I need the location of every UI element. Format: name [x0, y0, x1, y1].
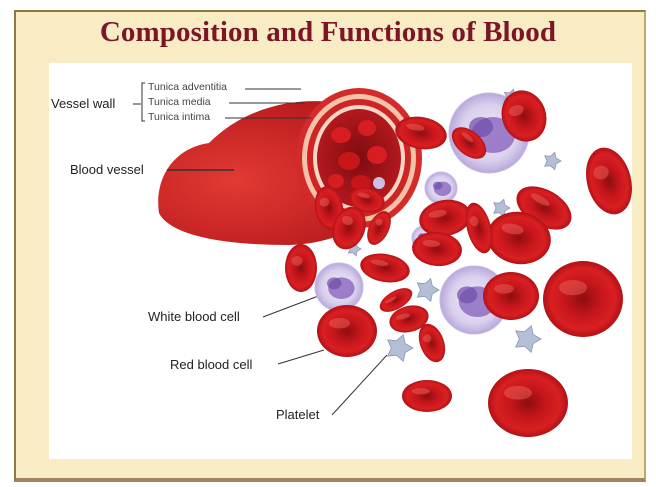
- label-tunica-intima: Tunica intima: [148, 111, 210, 123]
- white-blood-cell: [315, 263, 363, 311]
- platelet: [417, 279, 439, 302]
- label-tunica-media: Tunica media: [148, 96, 211, 108]
- label-blood-vessel: Blood vessel: [70, 162, 144, 177]
- red-blood-cell: [488, 369, 568, 437]
- platelet: [388, 335, 413, 362]
- platelet: [545, 152, 561, 169]
- label-red-blood-cell: Red blood cell: [170, 357, 252, 372]
- red-blood-cell: [402, 380, 452, 412]
- red-blood-cell: [543, 261, 623, 337]
- red-blood-cell: [579, 142, 632, 219]
- white-blood-cell: [425, 172, 457, 204]
- red-blood-cell: [393, 113, 450, 154]
- blood-cells-layer: [49, 63, 632, 459]
- red-blood-cell: [362, 207, 395, 248]
- red-blood-cell: [317, 305, 377, 357]
- label-vessel-wall: Vessel wall: [51, 96, 115, 111]
- label-white-blood-cell: White blood cell: [148, 309, 240, 324]
- slide-title: Composition and Functions of Blood: [0, 16, 656, 49]
- label-tunica-adventitia: Tunica adventitia: [148, 81, 227, 93]
- blood-diagram: Vessel wall Tunica adventitia Tunica med…: [49, 63, 632, 459]
- red-blood-cell: [483, 272, 539, 320]
- platelet: [516, 326, 541, 353]
- red-blood-cell: [285, 244, 317, 292]
- red-blood-cell: [358, 250, 412, 286]
- label-platelet: Platelet: [276, 407, 319, 422]
